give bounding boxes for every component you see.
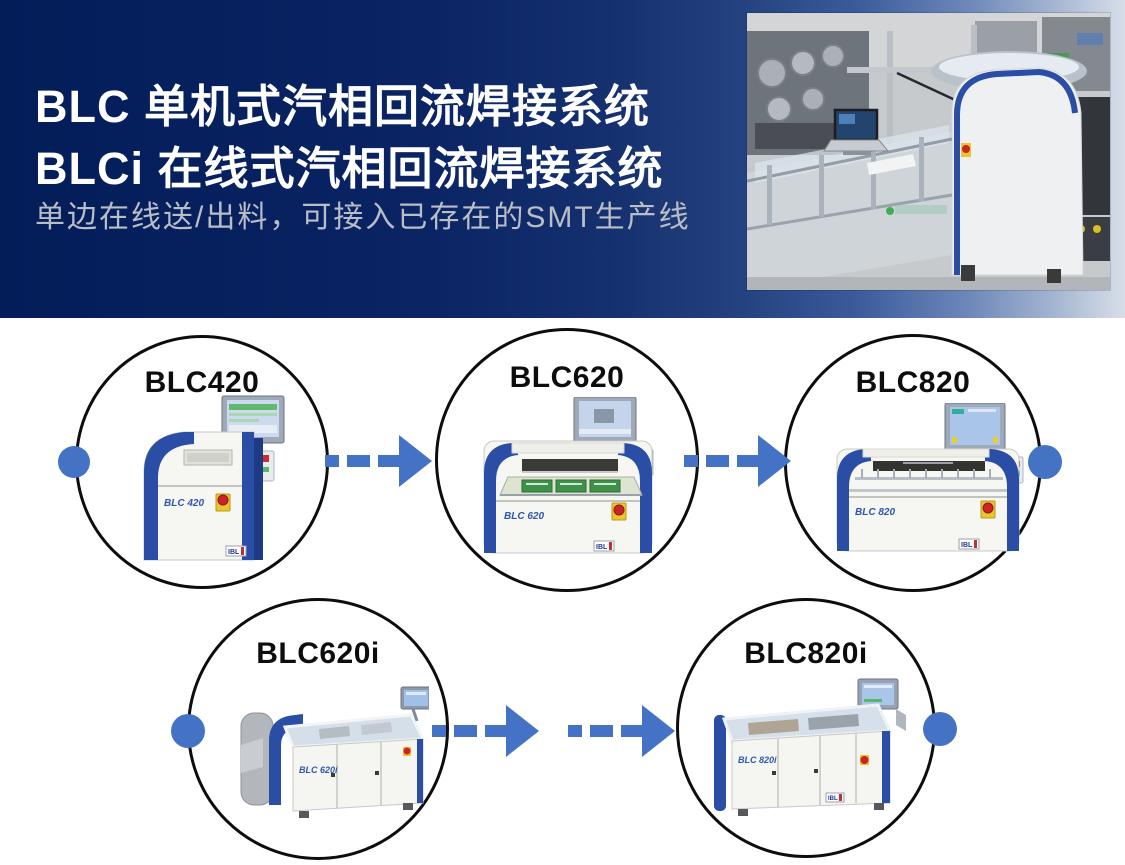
blc620i-front-label: BLC 620i [299,765,338,775]
node-label-blc620i: BLC620i [256,637,380,670]
blc820-logo: IBL [961,542,973,549]
connector-dot-right-blc820 [1028,445,1062,479]
blc620i-machine-image: BLC 620i [240,686,429,818]
connector-dot-right-blc820i [923,712,957,746]
node-blc620i: BLC620i BLC 620i [187,598,449,860]
subtitle: 单边在线送/出料，可接入已存在的SMT生产线 [35,201,691,234]
blc820i-machine-image: BLC 820i IBL [714,678,906,816]
node-blc820: BLC820 [784,334,1042,592]
dashed-arrow-blc620i-segment-1 [432,705,539,757]
dashed-arrow-blc620-to-blc820 [684,435,791,487]
blc420-logo: IBL [228,549,240,556]
node-label-blc820i: BLC820i [744,637,868,670]
title-line-2: BLCi 在线式汽相回流焊接系统 [35,143,664,194]
factory-photo [747,13,1110,290]
node-label-blc420: BLC420 [144,366,260,399]
dashed-arrow-blc620i-to-blc820i [568,705,675,757]
node-blc620: BLC620 [435,328,699,592]
blc820i-front-label: BLC 820i [738,755,777,765]
blc820-machine-image: BLC 820 IBL [836,403,1024,552]
header-banner: BLC 单机式汽相回流焊接系统 BLCi 在线式汽相回流焊接系统 单边在线送/出… [0,0,1125,318]
factory-photo-image [747,13,1110,290]
blc620-logo: IBL [596,544,608,551]
title-line-1: BLC 单机式汽相回流焊接系统 [35,81,650,132]
node-blc420: BLC420 BLC 420 [75,335,329,589]
node-label-blc820: BLC820 [855,366,971,399]
blc420-front-label: BLC 420 [164,498,204,509]
blc820-front-label: BLC 820 [855,507,895,518]
blc420-machine-image: BLC 420 IBL [143,395,285,561]
connector-dot-left-blc620i [171,714,205,748]
dashed-arrow-blc420-to-blc620 [325,435,432,487]
blc820i-logo: IBL [828,796,838,802]
blc620-front-label: BLC 620 [504,511,544,522]
connector-dot-left-blc420 [58,446,90,478]
blc620-machine-image: BLC 620 IBL [483,397,654,554]
product-lineup-diagram: BLC420 BLC 420 [0,318,1125,865]
node-label-blc620: BLC620 [509,361,625,394]
node-blc820i: BLC820i BLC 82 [676,598,936,858]
